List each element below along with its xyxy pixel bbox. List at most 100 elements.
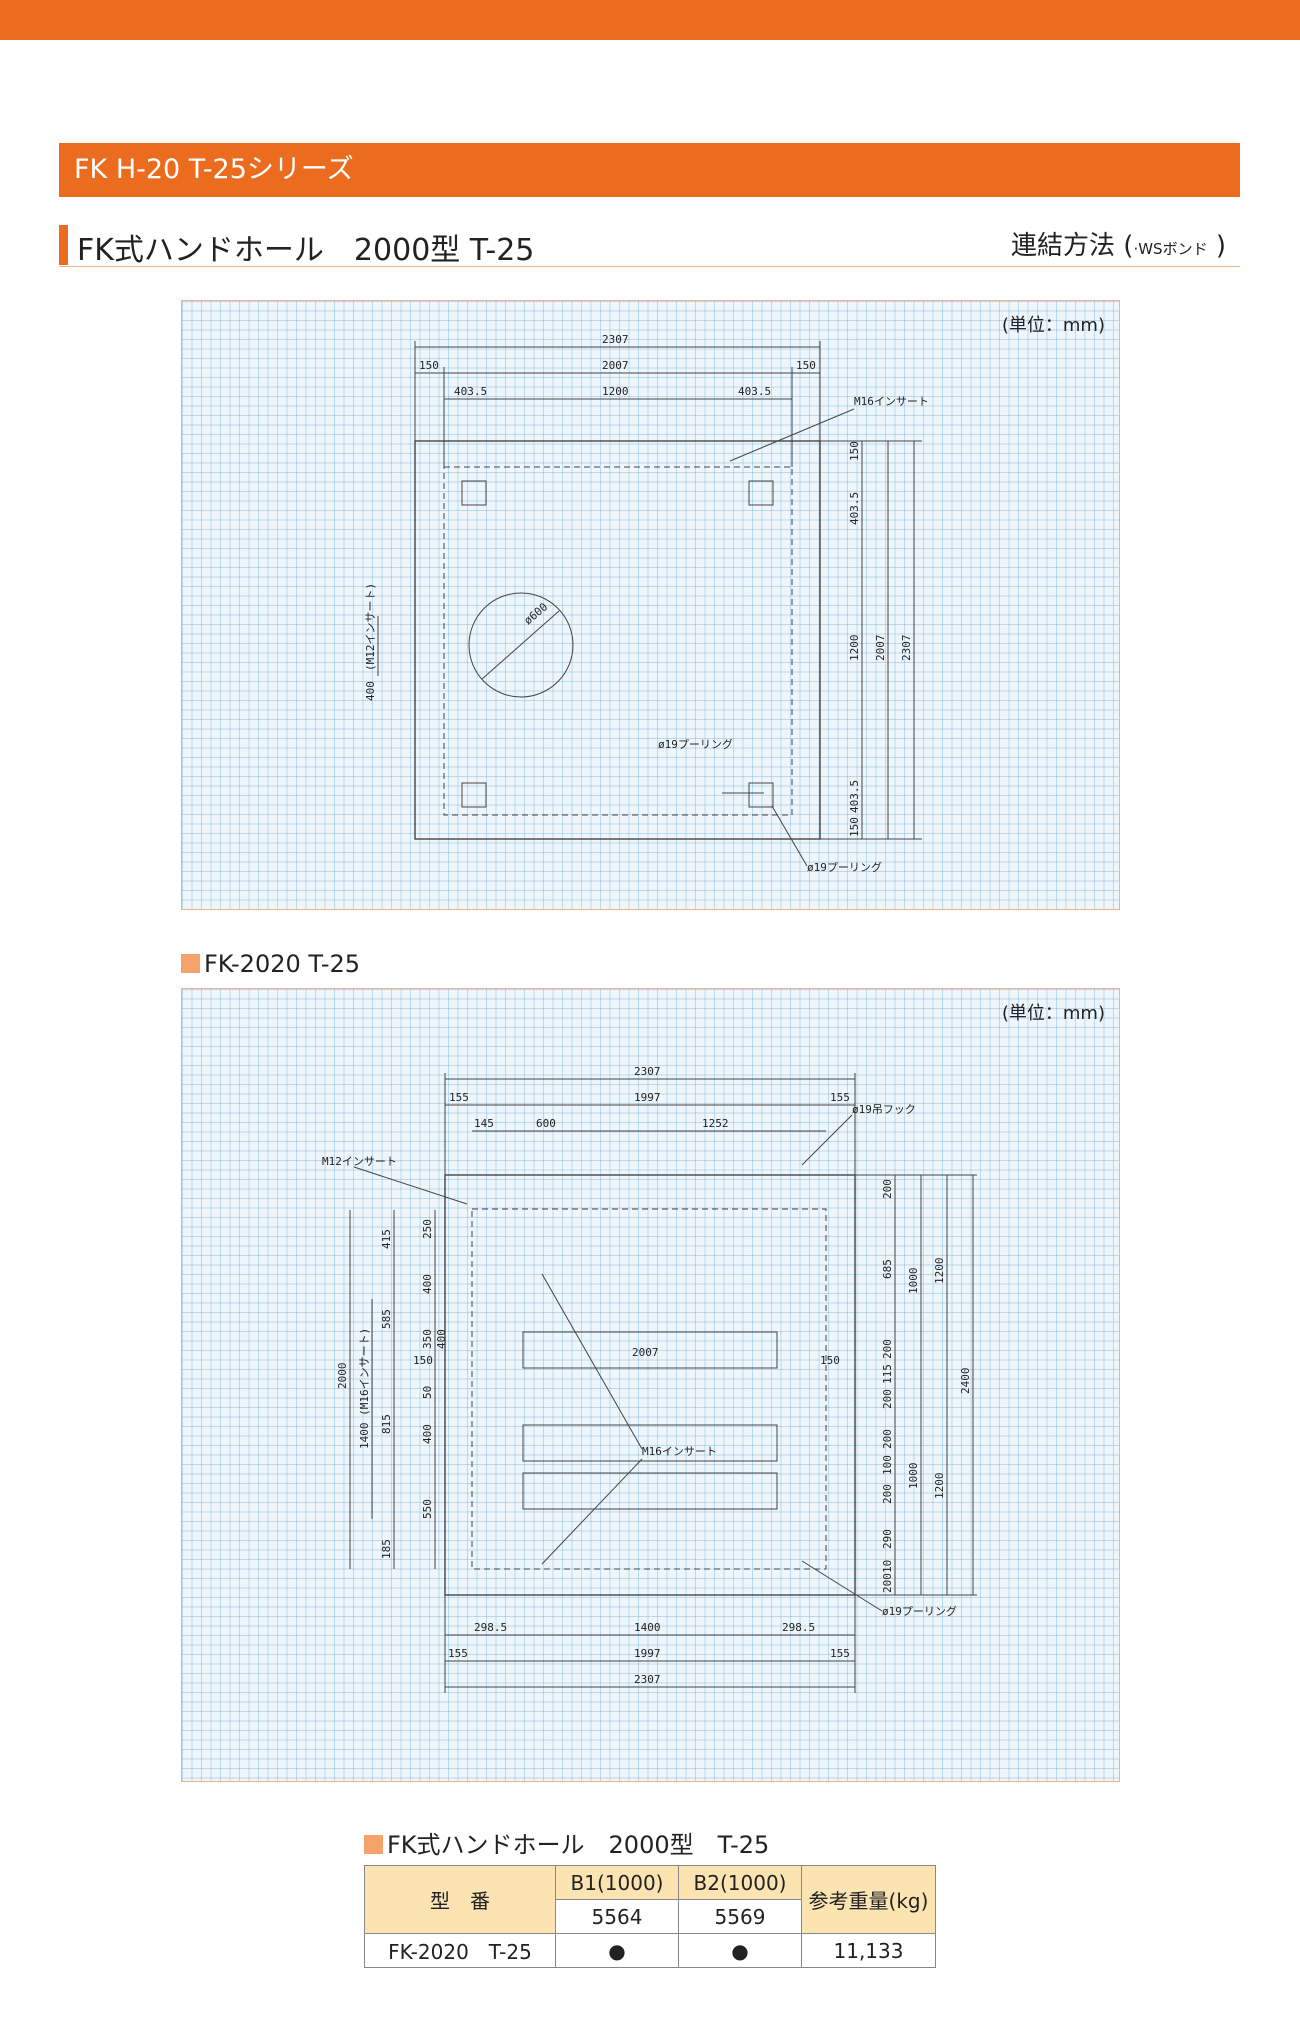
leader-line	[353, 1166, 468, 1205]
spec-table: 型 番 B1(1000) B2(1000) 参考重量(kg) 5564 5569…	[364, 1865, 936, 1968]
slot	[522, 1424, 778, 1462]
label-m16: M16インサート	[854, 395, 929, 408]
dim-r-1200b: 1200	[933, 1473, 946, 1500]
dim-b-2307: 2307	[634, 1673, 661, 1686]
dim-r-200c: 200	[881, 1389, 894, 1409]
slot	[522, 1472, 778, 1510]
dim-inner: 1997	[634, 1091, 661, 1104]
dim-b-155-left: 155	[448, 1647, 468, 1660]
row-b1: ●	[555, 1933, 679, 1968]
leader-line	[801, 1560, 883, 1612]
dim-c-400: 400	[421, 1274, 434, 1294]
dim-side-150-left: 150	[413, 1354, 433, 1367]
link-method-label: 連結方法	[1011, 231, 1116, 261]
dim-r-1200: 1200	[933, 1258, 946, 1285]
dim-r-290: 290	[881, 1529, 894, 1549]
corner-box	[748, 782, 774, 808]
dim-right-side: 403.5	[848, 492, 861, 525]
dim-r-200f: 200	[881, 1573, 894, 1593]
label-hook: ø19吊フック	[852, 1103, 916, 1116]
dim-insert-label: (M12インサート)	[364, 583, 377, 671]
dim-insert-spacing: 400	[364, 681, 377, 701]
col1-code: 5564	[555, 1899, 679, 1934]
dim-b-155-right: 155	[830, 1647, 850, 1660]
dim-c-550: 550	[421, 1499, 434, 1519]
dim-c-350: 350	[421, 1329, 434, 1349]
drawing2-title-text: FK-2020 T-25	[204, 950, 361, 978]
dim-r-200d: 200	[881, 1429, 894, 1449]
outer-outline	[444, 1174, 856, 1596]
dim-left-2000: 2000	[336, 1363, 349, 1390]
corner-box	[461, 782, 487, 808]
slot	[522, 1331, 778, 1369]
label-pulling-1: ø19プーリング	[658, 737, 733, 751]
inner-outline	[443, 466, 793, 816]
dim-1252: 1252	[702, 1117, 729, 1130]
drawing2-title: FK-2020 T-25	[181, 950, 360, 978]
title-square-icon	[181, 954, 200, 973]
table-title-text: FK式ハンドホール 2000型 T-25	[387, 1831, 770, 1859]
col2-code: 5569	[678, 1899, 802, 1934]
dim-left-415: 415	[380, 1229, 393, 1249]
drawing-panel-top: (単位：mm) ø600 2307 150 2007 150 403.5 120…	[181, 300, 1120, 910]
dim-c-400b: 400	[435, 1329, 448, 1349]
dim-mid: 1200	[602, 385, 629, 398]
dim-b-1997: 1997	[634, 1647, 661, 1660]
unit-label: (単位：mm)	[1001, 1003, 1105, 1024]
dim-right-edge2: 150	[848, 817, 861, 837]
dim-r-685: 685	[881, 1259, 894, 1279]
dim-r-115: 115	[881, 1364, 894, 1384]
dim-right-mid: 1200	[848, 635, 861, 662]
leader-line	[541, 1273, 643, 1450]
hole-circle	[468, 592, 574, 698]
section-title: FK式ハンドホール 2000型 T-25	[77, 233, 535, 268]
dim-side-150-right: 150	[820, 1354, 840, 1367]
dim-side-left: 403.5	[454, 385, 487, 398]
dim-r-100: 100	[881, 1455, 894, 1475]
dim-overall: 2307	[602, 333, 629, 346]
section-title-row: FK式ハンドホール 2000型 T-25 連結方法 (·WSボンド )	[59, 221, 1240, 268]
dim-c-400c: 400	[421, 1424, 434, 1444]
series-title-bar: FK H-20 T-25シリーズ	[59, 143, 1240, 197]
dim-edge-left: 155	[449, 1091, 469, 1104]
link-method-open: (	[1123, 231, 1134, 261]
inner-outline	[471, 1208, 827, 1570]
dim-600: 600	[536, 1117, 556, 1130]
dim-right-edge: 150	[848, 441, 861, 461]
row-b2: ●	[678, 1933, 802, 1968]
dim-r-2400: 2400	[959, 1368, 972, 1395]
dim-inner: 2007	[602, 359, 629, 372]
dim-r-10: 10	[881, 1560, 894, 1573]
link-method-note: ·WSボンド	[1133, 240, 1208, 258]
leader-line	[801, 1114, 853, 1166]
dim-right-inner: 2007	[874, 635, 887, 662]
dim-edge-left: 150	[419, 359, 439, 372]
label-pulling: ø19プーリング	[882, 1604, 957, 1618]
leader-line	[771, 805, 808, 867]
row-model: FK-2020 T-25	[364, 1933, 556, 1968]
dim-c-250: 250	[421, 1219, 434, 1239]
title-marker	[59, 225, 68, 265]
label-m16: M16インサート	[642, 1445, 717, 1458]
dim-r-1000: 1000	[907, 1268, 920, 1295]
label-pulling-2: ø19プーリング	[807, 860, 882, 874]
dim-r-200b: 200	[881, 1339, 894, 1359]
dim-b-298-right: 298.5	[782, 1621, 815, 1634]
dim-side-right: 403.5	[738, 385, 771, 398]
dim-r-200: 200	[881, 1179, 894, 1199]
drawing-panel-bottom: (単位：mm) 2007 2307 155 1997 155 145 600 1…	[181, 988, 1120, 1782]
weight-header: 参考重量(kg)	[801, 1865, 936, 1934]
dim-c-50: 50	[421, 1386, 434, 1399]
table-row: FK-2020 T-25 ● ● 11,133	[364, 1933, 936, 1968]
dim-right-overall: 2307	[900, 635, 913, 662]
dim-left-585: 585	[380, 1309, 393, 1329]
top-view-drawing: ø600 2307 150 2007 150 403.5 1200 403.5 …	[364, 333, 929, 874]
dim-left-185: 185	[380, 1539, 393, 1559]
dim-r-200e: 200	[881, 1484, 894, 1504]
leader-line	[541, 1458, 643, 1565]
series-title: FK H-20 T-25シリーズ	[74, 154, 354, 185]
plan-drawing: 2007 2307 155 1997 155 145 600 1252 ø19吊…	[322, 1065, 977, 1693]
slot-label: 2007	[632, 1346, 659, 1359]
link-method: 連結方法 (·WSボンド )	[1011, 225, 1226, 262]
dim-overall: 2307	[634, 1065, 661, 1078]
